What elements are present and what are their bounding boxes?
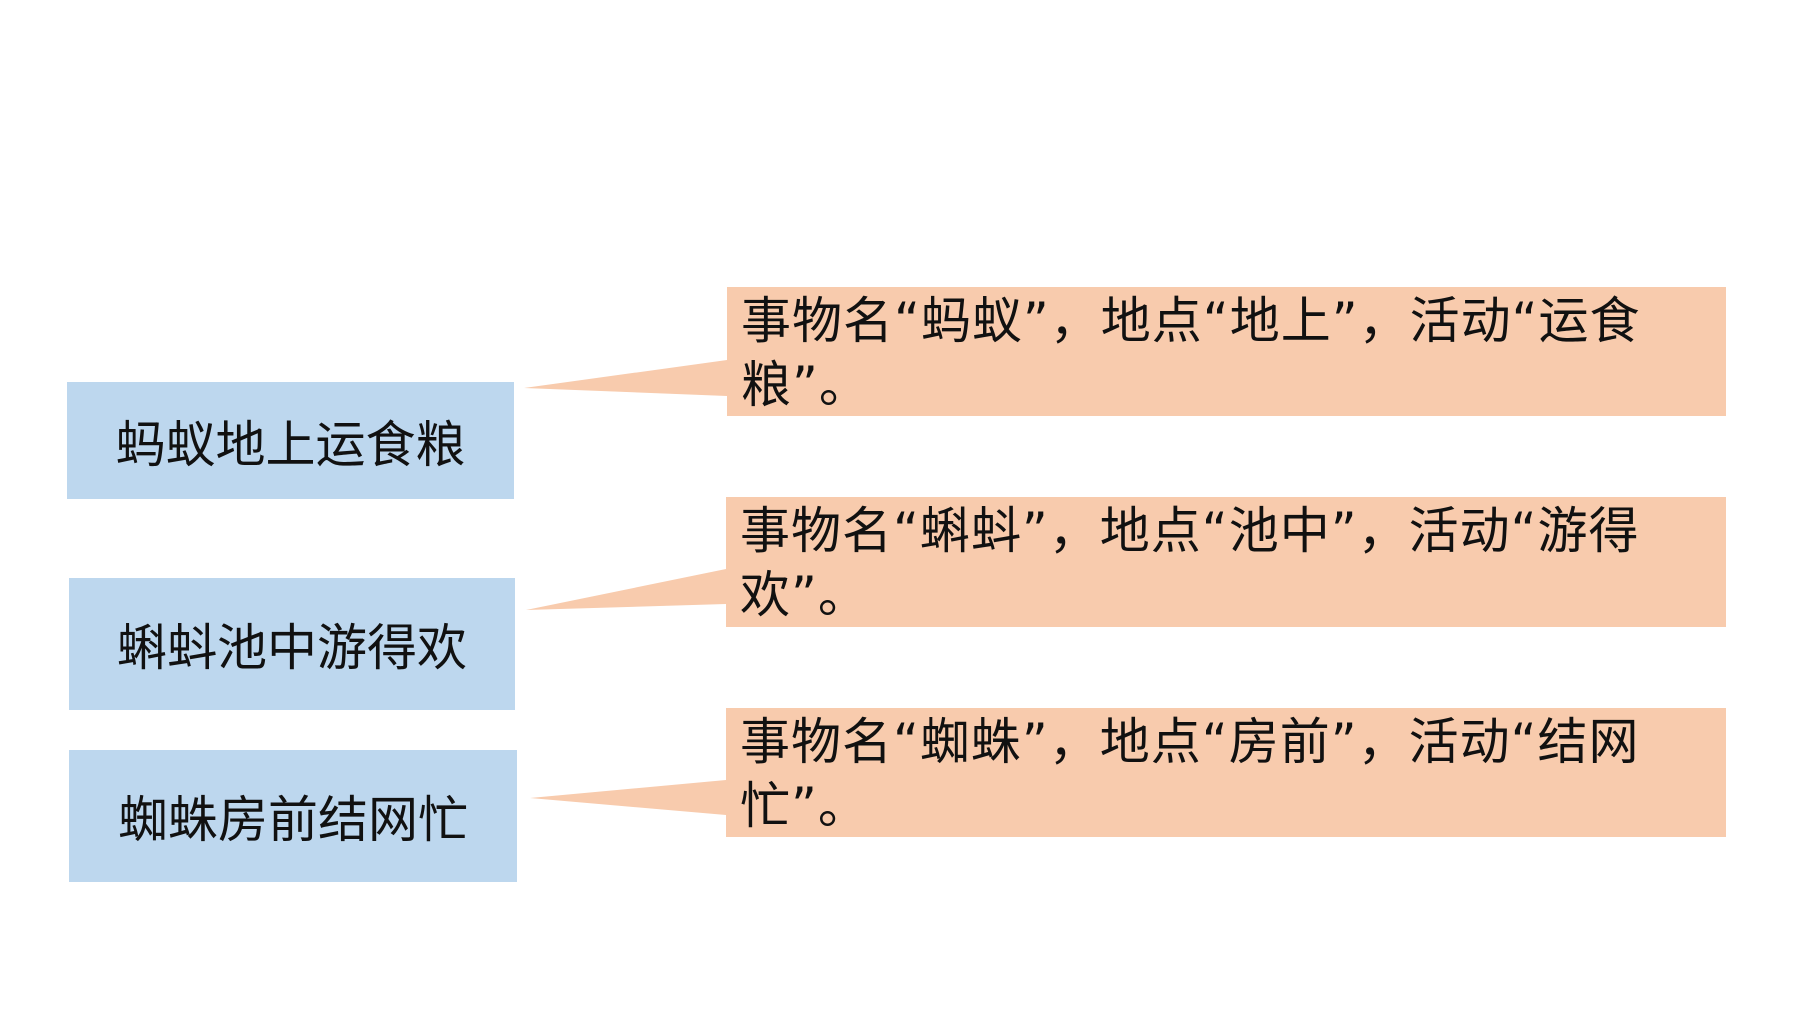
callout-box-ant: 事物名“蚂蚁”，地点“地上”，活动“运食粮”。	[727, 287, 1726, 416]
phrase-text: 蜘蛛房前结网忙	[118, 791, 468, 849]
phrase-text: 蚂蚁地上运食粮	[115, 415, 466, 474]
phrase-box-ant: 蚂蚁地上运食粮	[67, 382, 514, 499]
phrase-text: 蝌蚪池中游得欢	[117, 619, 467, 677]
callout-pointer-2	[526, 569, 726, 610]
callout-box-tadpole: 事物名“蝌蚪”，地点“池中”，活动“游得欢”。	[726, 497, 1726, 627]
callout-text: 事物名“蝌蚪”，地点“池中”，活动“游得欢”。	[740, 502, 1640, 624]
callout-box-spider: 事物名“蜘蛛”，地点“房前”，活动“结网忙”。	[726, 708, 1726, 837]
phrase-box-tadpole: 蝌蚪池中游得欢	[69, 578, 515, 710]
callout-text: 事物名“蜘蛛”，地点“房前”，活动“结网忙”。	[740, 713, 1640, 835]
callout-text: 事物名“蚂蚁”，地点“地上”，活动“运食粮”。	[741, 292, 1641, 414]
phrase-box-spider: 蜘蛛房前结网忙	[69, 750, 517, 882]
callout-pointer-3	[530, 780, 726, 815]
callout-pointer-1	[524, 360, 727, 396]
